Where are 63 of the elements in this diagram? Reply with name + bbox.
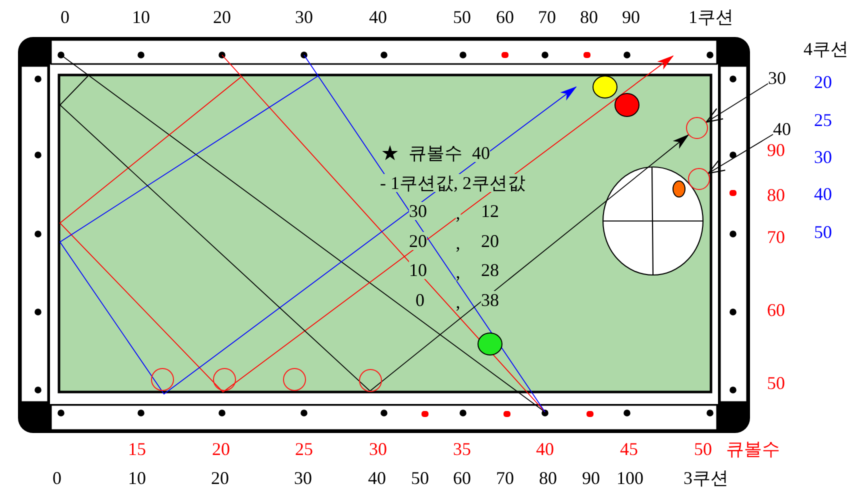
scale-title: 4쿠션 [804, 40, 848, 58]
table-cell: 0 [416, 291, 424, 309]
scale-number: 35 [453, 440, 471, 458]
scale-number: 20 [212, 440, 230, 458]
scale-number: 60 [496, 8, 514, 26]
table-cell: 28 [481, 261, 499, 279]
scale-number: 40 [369, 8, 387, 26]
scale-number: 70 [538, 8, 556, 26]
table-cell: 38 [481, 291, 499, 309]
target-circle [150, 368, 174, 390]
leader-arrow [706, 83, 768, 123]
note-heading: ★ 큐볼수 40 [381, 144, 490, 162]
table-cell: 20 [481, 232, 499, 250]
scale-number: 50 [814, 223, 832, 241]
scale-title: 3쿠션 [684, 469, 728, 487]
scale-number: 30 [369, 440, 387, 458]
table-cell: 12 [481, 202, 499, 220]
target-circle [686, 117, 708, 139]
scale-number: 50 [411, 469, 429, 487]
scale-number: 90 [582, 469, 600, 487]
scale-number: 80 [539, 469, 557, 487]
target-circle [358, 368, 382, 392]
scale-number: 20 [814, 73, 832, 91]
table-cell: 10 [409, 261, 427, 279]
leader-label: 40 [773, 120, 791, 138]
leader-arrow [708, 134, 774, 174]
scale-number: 90 [622, 8, 640, 26]
column-header: - 1쿠션값, 2쿠션값 [380, 174, 526, 192]
scale-number: 80 [767, 186, 785, 204]
target-circle [282, 368, 306, 390]
scale-number: 25 [814, 111, 832, 129]
leader-label: 30 [768, 69, 786, 87]
scale-number: 70 [767, 228, 785, 246]
table-cell: 20 [409, 232, 427, 250]
scale-number: 45 [620, 440, 638, 458]
scale-number: 100 [616, 469, 644, 487]
scale-number: 10 [128, 469, 146, 487]
scale-number: 30 [294, 469, 312, 487]
scale-number: 70 [496, 469, 514, 487]
scale-number: 80 [580, 8, 598, 26]
scale-number: 25 [295, 440, 313, 458]
scale-number: 40 [814, 185, 832, 203]
scale-number: 30 [814, 148, 832, 166]
scale-number: 10 [132, 8, 150, 26]
scale-title: 큐볼수 [726, 440, 780, 458]
scale-number: 40 [368, 469, 386, 487]
scale-title: 1쿠션 [688, 8, 734, 26]
scale-number: 40 [536, 440, 554, 458]
scale-number: 30 [295, 8, 313, 26]
target-circle [688, 168, 710, 190]
scale-number: 60 [767, 301, 785, 319]
scale-number: 50 [767, 374, 785, 392]
scale-number: 20 [213, 8, 231, 26]
scale-number: 90 [767, 141, 785, 159]
table-cell: 30 [409, 202, 427, 220]
target-circle [212, 368, 236, 390]
scale-number: 50 [694, 440, 712, 458]
scale-number: 0 [52, 469, 62, 487]
scale-number: 20 [211, 469, 229, 487]
scale-number: 0 [60, 8, 70, 26]
scale-number: 60 [453, 469, 471, 487]
scale-number: 50 [453, 8, 471, 26]
scale-number: 15 [128, 440, 146, 458]
